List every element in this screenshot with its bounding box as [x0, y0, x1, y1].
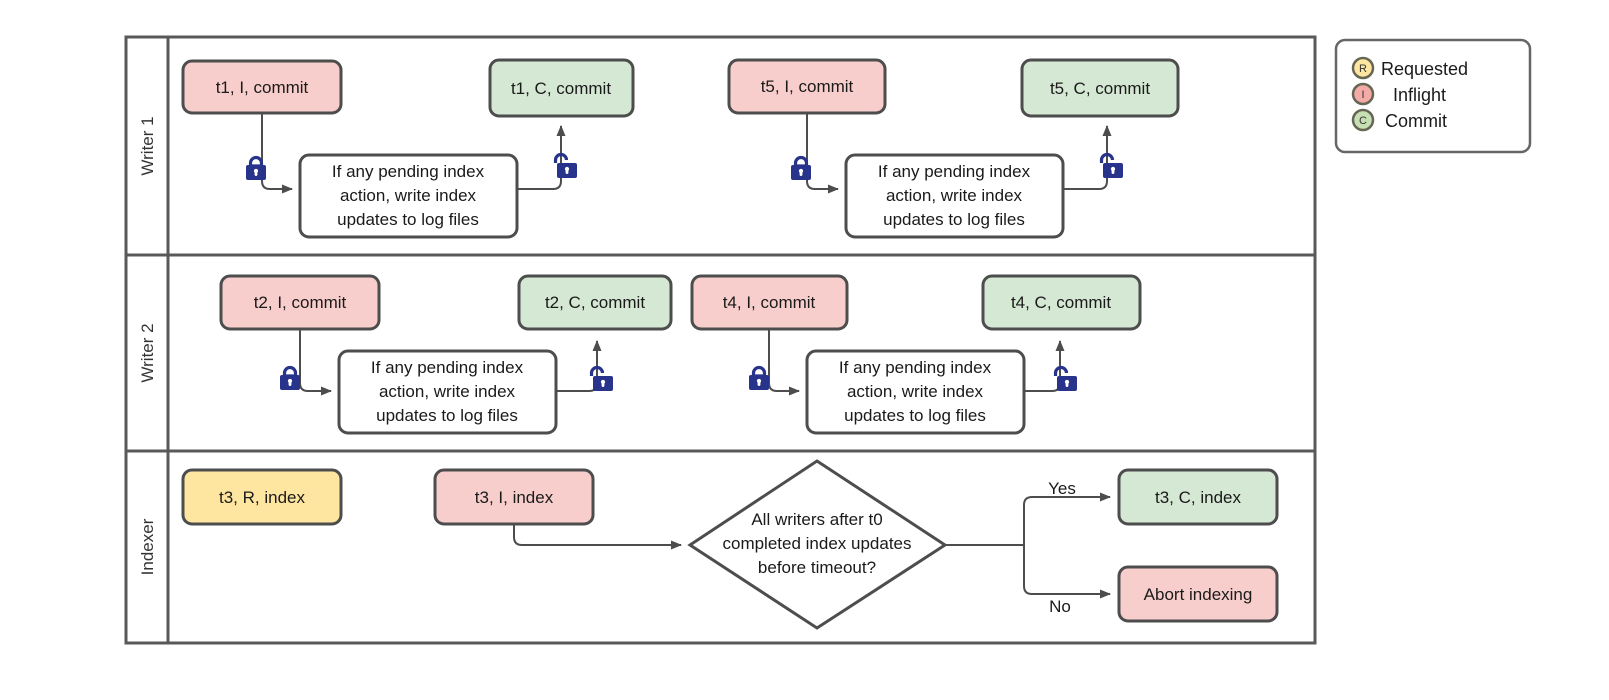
lane-label-writer1: Writer 1: [138, 116, 157, 175]
edge-process-to-t5-commit: [1063, 125, 1112, 190]
process-line3: updates to log files: [337, 210, 479, 229]
node-t4-inflight[interactable]: t4, I, commit: [690, 274, 849, 331]
edge-t3-inflight-to-decision: [513, 524, 682, 550]
legend-frame: [1334, 38, 1532, 154]
badge-commit-letter: C: [1359, 115, 1367, 127]
badge-inflight-icon: [1351, 82, 1375, 106]
process-line1: If any pending index: [371, 358, 524, 377]
decision-line2: completed index updates: [722, 534, 911, 553]
process-line1: If any pending index: [878, 162, 1031, 181]
process-line2: action, write index: [847, 382, 984, 401]
lane-label-writer2: Writer 2: [138, 323, 157, 382]
edge-process-to-t4-commit: [1024, 340, 1065, 392]
process-line2: action, write index: [340, 186, 477, 205]
process-line2: action, write index: [379, 382, 516, 401]
edge-decision-yes: [1022, 492, 1111, 546]
lane-label-indexer: Indexer: [138, 518, 157, 575]
node-t3-requested[interactable]: t3, R, index: [181, 468, 343, 526]
decision-diamond[interactable]: All writers after t0 completed index upd…: [687, 459, 948, 630]
legend-item-requested: R Requested: [1351, 56, 1468, 80]
node-t1-commit-label: t1, C, commit: [511, 79, 611, 98]
node-t5-commit[interactable]: t5, C, commit: [1020, 58, 1180, 118]
process-line3: updates to log files: [376, 406, 518, 425]
edge-label-no: No: [1049, 597, 1071, 616]
edge-label-yes: Yes: [1048, 479, 1076, 498]
lock-open-icon: [589, 365, 613, 391]
decision-line3: before timeout?: [758, 558, 876, 577]
decision-line1: All writers after t0: [751, 510, 882, 529]
process-line1: If any pending index: [332, 162, 485, 181]
legend-item-inflight: I Inflight: [1351, 82, 1446, 106]
edge-decision-no: [1022, 544, 1111, 599]
badge-requested-letter: R: [1359, 63, 1367, 75]
badge-requested-icon: [1351, 56, 1375, 80]
node-t4-commit[interactable]: t4, C, commit: [981, 274, 1142, 331]
node-abort-indexing-label: Abort indexing: [1144, 585, 1253, 604]
node-t4-commit-label: t4, C, commit: [1011, 293, 1111, 312]
lock-closed-icon: [791, 155, 811, 180]
node-t1-inflight-label: t1, I, commit: [216, 78, 309, 97]
node-t3-commit[interactable]: t3, C, index: [1117, 468, 1279, 526]
node-t2-inflight-label: t2, I, commit: [254, 293, 347, 312]
node-t3-inflight-label: t3, I, index: [475, 488, 554, 507]
node-t3-commit-label: t3, C, index: [1155, 488, 1241, 507]
process-line2: action, write index: [886, 186, 1023, 205]
edge-process-to-t2-commit: [556, 340, 602, 392]
lock-open-icon: [1099, 152, 1123, 178]
process-box-writer1-b[interactable]: If any pending index action, write index…: [844, 153, 1065, 239]
node-t5-inflight-label: t5, I, commit: [761, 77, 854, 96]
node-t1-commit[interactable]: t1, C, commit: [488, 58, 635, 118]
lock-open-icon: [1053, 365, 1077, 391]
lock-closed-icon: [280, 365, 300, 390]
node-t2-commit-label: t2, C, commit: [545, 293, 645, 312]
node-t3-requested-label: t3, R, index: [219, 488, 305, 507]
lock-open-icon: [553, 152, 577, 178]
legend-panel: R Requested I Inflight C Commit: [1334, 38, 1532, 154]
edge-t2-to-process: [299, 329, 332, 396]
node-t4-inflight-label: t4, I, commit: [723, 293, 816, 312]
lock-closed-icon: [749, 365, 769, 390]
legend-label-requested: Requested: [1381, 59, 1468, 79]
legend-item-commit: C Commit: [1351, 108, 1447, 132]
process-line1: If any pending index: [839, 358, 992, 377]
lane-frame: [124, 35, 1317, 645]
legend-label-inflight: Inflight: [1393, 85, 1446, 105]
edge-process-to-t1-commit: [517, 125, 566, 190]
process-box-writer2-a[interactable]: If any pending index action, write index…: [337, 349, 558, 435]
edge-t5-to-process: [806, 113, 839, 194]
process-box-writer2-b[interactable]: If any pending index action, write index…: [805, 349, 1026, 435]
node-t1-inflight[interactable]: t1, I, commit: [181, 59, 343, 115]
legend-label-commit: Commit: [1385, 111, 1447, 131]
node-t5-commit-label: t5, C, commit: [1050, 79, 1150, 98]
node-abort-indexing[interactable]: Abort indexing: [1117, 565, 1279, 623]
process-box-writer1-a[interactable]: If any pending index action, write index…: [298, 153, 519, 239]
process-line3: updates to log files: [883, 210, 1025, 229]
node-t3-inflight[interactable]: t3, I, index: [433, 468, 595, 526]
lock-closed-icon: [246, 155, 266, 180]
edge-t4-to-process: [768, 329, 800, 396]
node-t2-inflight[interactable]: t2, I, commit: [219, 274, 381, 331]
process-line3: updates to log files: [844, 406, 986, 425]
edge-t1-to-process: [261, 113, 293, 194]
badge-inflight-letter: I: [1361, 89, 1364, 101]
node-t2-commit[interactable]: t2, C, commit: [517, 274, 673, 331]
badge-commit-icon: [1351, 108, 1375, 132]
node-t5-inflight[interactable]: t5, I, commit: [727, 58, 887, 115]
